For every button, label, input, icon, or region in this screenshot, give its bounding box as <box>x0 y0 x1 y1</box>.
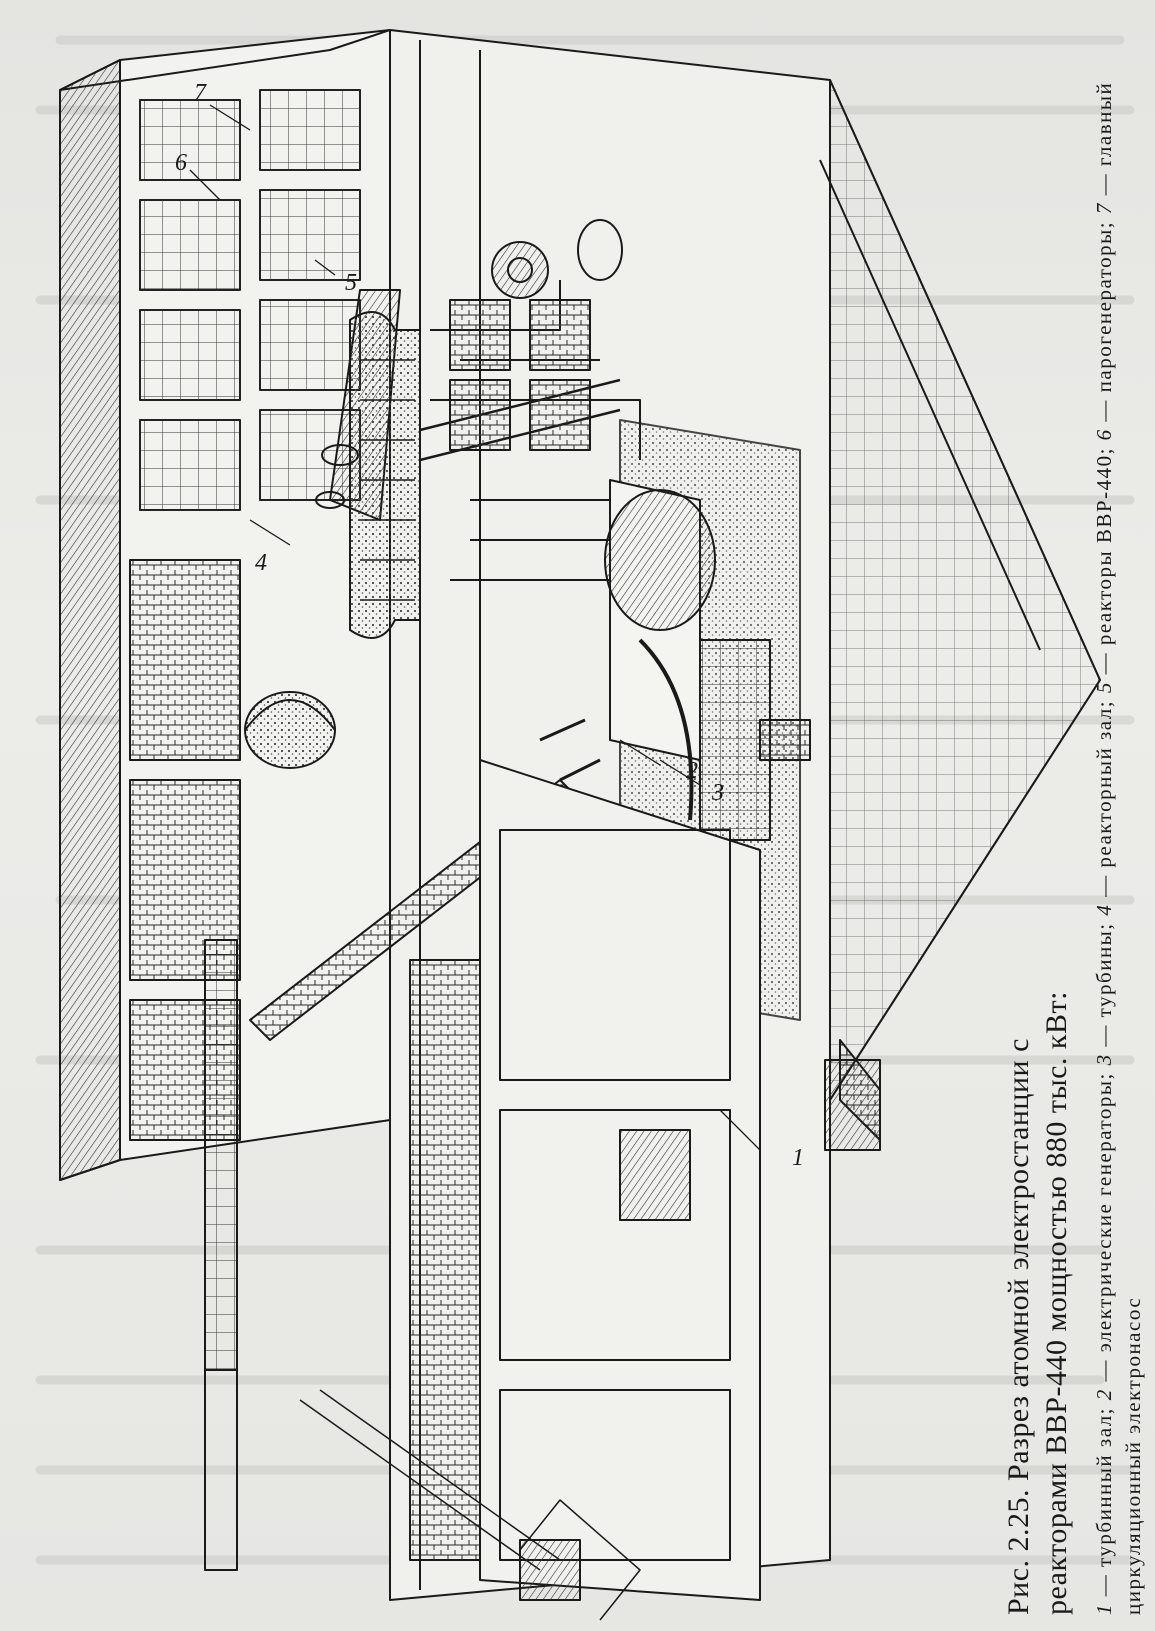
legend-item-1: 1 — турбинный зал; <box>1092 1406 1116 1615</box>
legend-item-6: 6 — парогенераторы; <box>1092 220 1116 441</box>
legend-item-5: 5 — реакторы ВВР-440; <box>1092 447 1116 694</box>
callout-2: 2 <box>686 758 698 784</box>
figure-label: Рис. 2.25. <box>1002 1488 1035 1615</box>
legend-item-3: 3 — турбины; <box>1092 922 1116 1066</box>
callout-6: 6 <box>175 150 187 176</box>
callout-3: 3 <box>711 780 724 806</box>
legend-item-4: 4 — реакторный зал; <box>1092 699 1116 916</box>
callout-1: 1 <box>792 1145 804 1171</box>
callout-4: 4 <box>255 550 267 576</box>
figure-caption: Рис. 2.25. Разрез атомной электростанции… <box>1000 55 1148 1615</box>
caption-title-line2: реакторами ВВР-440 мощностью 880 тыс. кВ… <box>1040 991 1073 1615</box>
callout-5: 5 <box>345 270 357 296</box>
caption-legend: 1 — турбинный зал; 2 — электрические ген… <box>1090 55 1148 1615</box>
legend-item-2: 2 — электрические генераторы; <box>1092 1072 1116 1401</box>
callout-7: 7 <box>194 80 207 106</box>
caption-title-line1: Разрез атомной электростанции с <box>1002 1038 1035 1481</box>
caption-title: Рис. 2.25. Разрез атомной электростанции… <box>1000 55 1076 1615</box>
